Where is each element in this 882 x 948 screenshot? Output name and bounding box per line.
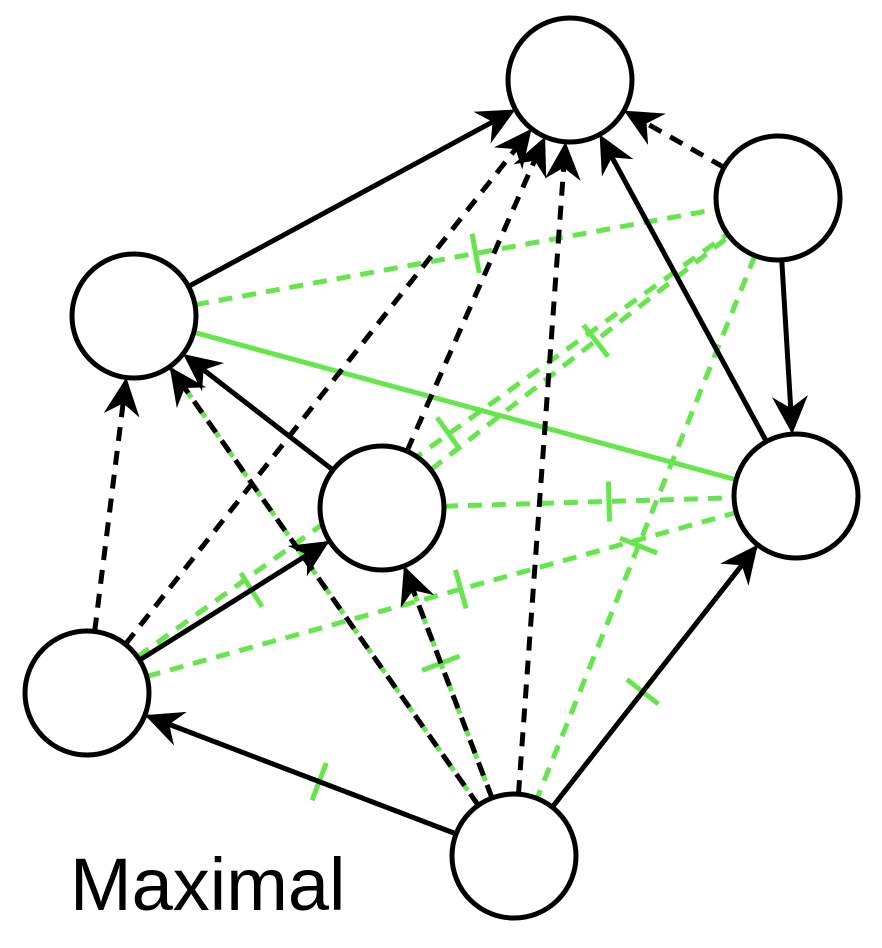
edge-crossbar-mark (581, 323, 611, 358)
arrowhead-bottom-left-to-center (287, 540, 330, 577)
edge-crossbar-mark (605, 481, 613, 522)
arrowhead-center-to-top (513, 136, 547, 179)
directed-edge-center-to-top (404, 159, 537, 453)
node-right (731, 431, 861, 561)
arrowhead-bottom-left-to-left (103, 377, 140, 418)
undirected-edge-upper-right-bottom (534, 254, 758, 800)
undirected-edge-left-right (193, 329, 737, 483)
node-upper-right (713, 133, 843, 263)
directed-edge-bottom-to-top (515, 167, 567, 795)
directed-edge-bottom-left-to-left (92, 403, 126, 632)
undirected-edges-layer (135, 206, 760, 837)
arrowhead-right-to-top (599, 134, 634, 177)
arrowhead-upper-right-to-right (772, 395, 808, 435)
directed-edge-center-to-left (202, 367, 335, 473)
node-bottom-left (22, 628, 152, 758)
undirected-edge-bottom-left-right (146, 510, 737, 679)
node-top (505, 15, 635, 145)
node-bottom (449, 791, 579, 921)
arrowhead-bottom-to-top (544, 141, 581, 182)
edge-crossbar-mark (469, 233, 482, 274)
undirected-edge-center-right (443, 495, 735, 509)
edge-crossbar-mark (453, 569, 469, 610)
arrowhead-center-to-left (183, 353, 225, 392)
directed-edge-left-to-top (187, 119, 494, 289)
nodes-layer (22, 15, 861, 921)
arrowhead-bottom-to-right (720, 544, 758, 586)
directed-edge-bottom-to-left (182, 386, 481, 807)
directed-edge-right-to-top (609, 156, 769, 443)
directed-edge-bottom-left-to-center (138, 552, 309, 663)
undirected-edge-left-upper-right (194, 206, 718, 308)
edge-crossbar-mark (435, 416, 463, 452)
directed-edge-bottom-left-to-top (123, 147, 518, 646)
arrowhead-left-to-top (473, 109, 516, 144)
node-left (69, 251, 199, 381)
directed-edge-upper-right-to-top (645, 121, 726, 170)
edge-crossbar-mark (619, 535, 659, 556)
node-center (317, 443, 447, 573)
arrowheads-layer (103, 109, 808, 746)
arrowhead-upper-right-to-top (623, 110, 666, 145)
undirected-edge-center-upper-right (429, 234, 731, 472)
directed-edges-layer (92, 119, 794, 837)
arrowhead-bottom-to-left (169, 366, 207, 409)
arrowhead-bottom-to-bottom-left (144, 711, 187, 746)
directed-edge-bottom-to-right (550, 563, 744, 809)
diagram-caption: Maximal (70, 843, 346, 926)
directed-edge-upper-right-to-right (779, 259, 794, 409)
arrowhead-bottom-to-center (400, 565, 435, 608)
directed-edge-bottom-to-bottom-left (168, 722, 457, 837)
directed-edge-bottom-to-center (410, 589, 495, 799)
undirected-edge-bottom-left-upper-right (135, 232, 730, 659)
